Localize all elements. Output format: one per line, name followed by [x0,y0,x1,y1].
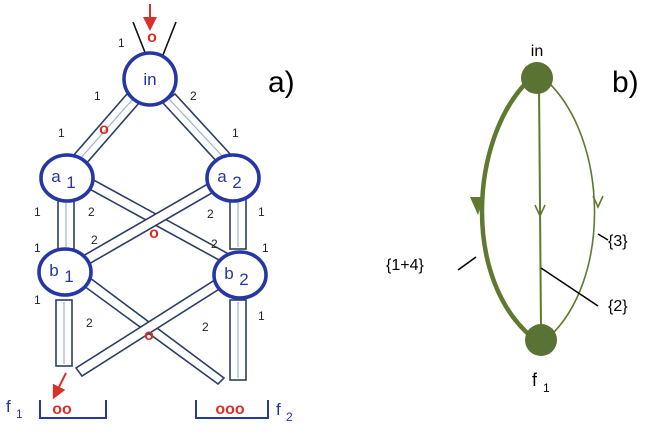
leader-left [457,256,477,271]
label-f2-sub: 2 [286,410,293,424]
weight-b2-cross-in: 2 [211,237,218,251]
label-f1-sub: 1 [16,407,23,421]
marble-mid-cross: o [149,225,159,242]
label-f2: f [276,400,281,419]
weight-a2-cross: 2 [207,207,214,221]
weight-a2-top: 1 [232,126,239,140]
tube-in-a2 [161,92,234,167]
tube-a2-b2 [229,196,247,250]
weight-a1-top: 1 [58,126,65,140]
arrow-middle-icon [534,204,546,218]
svg-text:2: 2 [239,270,248,289]
weight-b1-cross: 2 [86,316,93,330]
weight-in-left: 1 [94,89,101,103]
path-middle [538,83,542,331]
panel-a-label: a) [268,66,295,99]
arrow-left-icon [470,197,484,215]
arrow-right-icon [592,195,604,209]
weight-a2-down: 1 [258,205,265,219]
tube-b1-f1 [55,299,73,367]
svg-text:1: 1 [64,267,73,286]
input-funnel-right [160,21,177,61]
bin-f2-contents: ooo [215,401,245,418]
path-right [547,81,596,339]
marble-input: o [147,29,157,46]
label-f1-b: f [532,370,538,390]
leader-middle [540,267,599,307]
panel-b-label: b) [612,66,639,99]
weight-b1-top: 1 [34,241,41,255]
label-f1-b-sub: 1 [543,381,550,395]
node-in: in [122,51,178,107]
node-b1: b 1 [37,247,93,297]
tube-a1-b1 [57,196,75,250]
weight-b1-down: 1 [34,293,41,307]
weight-b2-down: 1 [258,309,265,323]
panel-b: in f 1 {1+4} {2} {3} b) [386,43,639,395]
weight-a1-down: 1 [34,205,41,219]
weight-b2-top: 1 [262,241,269,255]
output-arrow-icon [52,372,67,400]
marble-left-tube: o [99,121,109,138]
leader-right [597,233,609,241]
node-in-b [521,62,553,94]
bin-f1-contents: oo [52,401,72,418]
panel-a: in a 1 a 2 b 1 b 2 o o o o 1 1 2 1 [6,4,295,424]
bin-f1: oo [39,400,107,419]
weight-a1-cross: 2 [88,205,95,219]
path-label-right: {3} [608,233,628,250]
marble-low-cross: o [144,327,154,344]
weight-input: 1 [118,36,125,50]
svg-text:b: b [49,261,58,280]
bin-f2: ooo [195,400,269,419]
weight-in-right: 2 [190,89,197,103]
node-a2: a 2 [205,153,261,203]
svg-text:1: 1 [66,173,75,192]
path-label-middle: {2} [608,298,628,315]
svg-text:a: a [51,167,61,186]
node-a1: a 1 [39,153,95,203]
label-in-b: in [531,43,543,60]
svg-text:b: b [224,264,233,283]
node-f1-b [525,324,557,356]
weight-b1-cross-in: 2 [91,233,98,247]
tube-b2-f2 [229,299,247,381]
svg-text:in: in [143,70,156,89]
node-b2: b 2 [212,250,268,300]
path-label-left: {1+4} [386,257,424,274]
label-f1: f [6,397,11,416]
weight-b2-cross: 2 [202,320,209,334]
svg-text:a: a [217,167,227,186]
svg-text:2: 2 [232,173,241,192]
path-left [479,80,535,340]
